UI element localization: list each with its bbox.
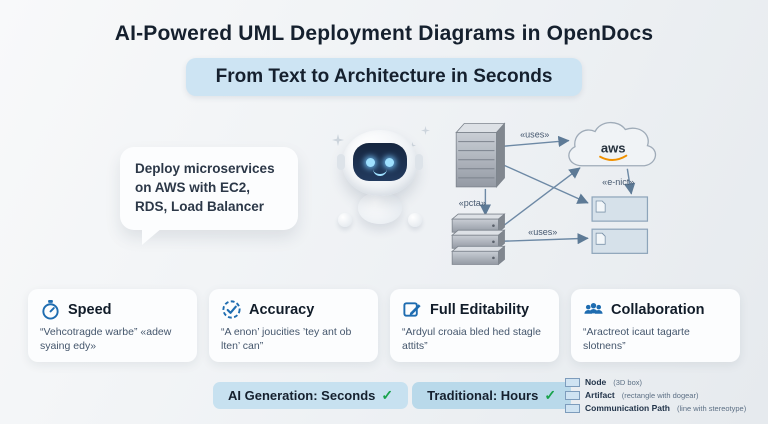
feature-card-editability: Full Editability “Ardyul croaia bled hed…	[390, 289, 559, 363]
label-uses-top: «uses»	[520, 130, 549, 140]
edit-pencil-icon	[403, 302, 421, 317]
legend-desc: (rectangle with dogear)	[621, 390, 699, 400]
robot-arm	[408, 213, 422, 227]
legend-desc: (line with stereotype)	[677, 403, 747, 413]
prompt-bubble: Deploy microservices on AWS with EC2, RD…	[120, 147, 298, 245]
label-proto: «pcta»	[459, 198, 486, 208]
aws-smile-icon	[599, 154, 628, 161]
feature-description: “Ardyul croaia bled hed stagle attits”	[402, 326, 541, 352]
dogear-icon	[595, 232, 606, 245]
server-node-top	[455, 122, 506, 188]
check-icon: ✓	[544, 387, 557, 403]
feature-title: Full Editability	[430, 301, 530, 318]
robot-head	[337, 130, 423, 196]
path-server1-artifact1	[498, 162, 589, 204]
node-swatch-icon	[565, 377, 580, 387]
ai-generation-segment: AI Generation: Seconds ✓	[213, 382, 409, 409]
sparkle-icon	[332, 134, 344, 146]
artifact-node-2	[591, 228, 649, 254]
artifact-swatch-icon	[565, 390, 580, 400]
sparkle-icon	[421, 126, 430, 135]
dogear-icon	[595, 200, 606, 213]
diagram-legend: Node (3D box) Artifact (rectangle with d…	[565, 377, 746, 413]
label-connect: «e-nict»	[602, 177, 634, 187]
stereotype-labels: «uses» «pcta» «uses» «e-nict»	[459, 130, 635, 238]
legend-term: Communication Path	[585, 403, 671, 413]
check-icon: ✓	[381, 387, 394, 403]
feature-card-collaboration: Collaboration “Aractreot icaut tagarte s…	[571, 289, 740, 363]
label-uses-bottom: «uses»	[528, 227, 557, 237]
robot-eye	[366, 157, 375, 167]
robot-smile	[373, 169, 387, 176]
feature-title: Collaboration	[611, 301, 705, 318]
server-ridges	[458, 141, 495, 179]
path-swatch-icon	[565, 403, 580, 413]
feature-description: “Vehcotragde warbe” «adew syaing edy»	[40, 326, 172, 352]
robot-body	[358, 192, 402, 224]
feature-title: Speed	[68, 301, 112, 318]
artifact-node-1	[591, 196, 649, 222]
robot-ear	[415, 154, 423, 170]
legend-term: Artifact	[585, 390, 615, 400]
feature-description: “Aractreot icaut tagarte slotnens”	[583, 326, 690, 352]
aws-logo-text: aws	[601, 141, 626, 156]
legend-row-artifact: Artifact (rectangle with dogear)	[565, 390, 746, 400]
subtitle-banner: From Text to Architecture in Seconds	[185, 58, 583, 96]
robot-ear	[337, 154, 345, 170]
robot-eye	[385, 157, 394, 167]
robot-arm	[338, 213, 352, 227]
traditional-segment: Traditional: Hours ✓	[412, 382, 572, 409]
legend-desc: (3D box)	[613, 377, 643, 387]
users-icon	[584, 303, 603, 314]
feature-title: Accuracy	[249, 301, 315, 318]
aws-cloud: aws	[568, 121, 657, 167]
path-server2-artifact2	[501, 232, 589, 245]
feature-cards: Speed “Vehcotragde warbe” «adew syaing e…	[28, 289, 740, 363]
feature-card-accuracy: Accuracy “A enon’ joucities ’tey ant ob …	[209, 289, 378, 363]
legend-row-node: Node (3D box)	[565, 377, 746, 387]
legend-term: Node	[585, 377, 607, 387]
deployment-diagram: aws «uses» «pcta» «uses» «e-nict»	[451, 121, 657, 266]
stopwatch-icon	[42, 299, 59, 320]
feature-card-speed: Speed “Vehcotragde warbe” «adew syaing e…	[28, 289, 197, 363]
server-node-bottom	[451, 213, 506, 266]
robot-face	[353, 143, 407, 181]
traditional-label: Traditional: Hours	[427, 388, 539, 403]
communication-paths	[479, 135, 636, 245]
ai-generation-label: AI Generation: Seconds	[228, 388, 376, 403]
robot-mascot	[330, 126, 430, 255]
path-server2-cloud	[501, 167, 581, 228]
target-check-icon	[222, 300, 241, 319]
comparison-banner: AI Generation: Seconds ✓ Traditional: Ho…	[213, 382, 572, 409]
path-cloud-artifact1	[624, 168, 636, 195]
page-title: AI-Powered UML Deployment Diagrams in Op…	[114, 22, 654, 45]
path-server1-cloud	[498, 135, 570, 148]
feature-description: “A enon’ joucities ’tey ant ob lten’ can…	[221, 326, 352, 352]
legend-row-communication-path: Communication Path (line with stereotype…	[565, 403, 746, 413]
